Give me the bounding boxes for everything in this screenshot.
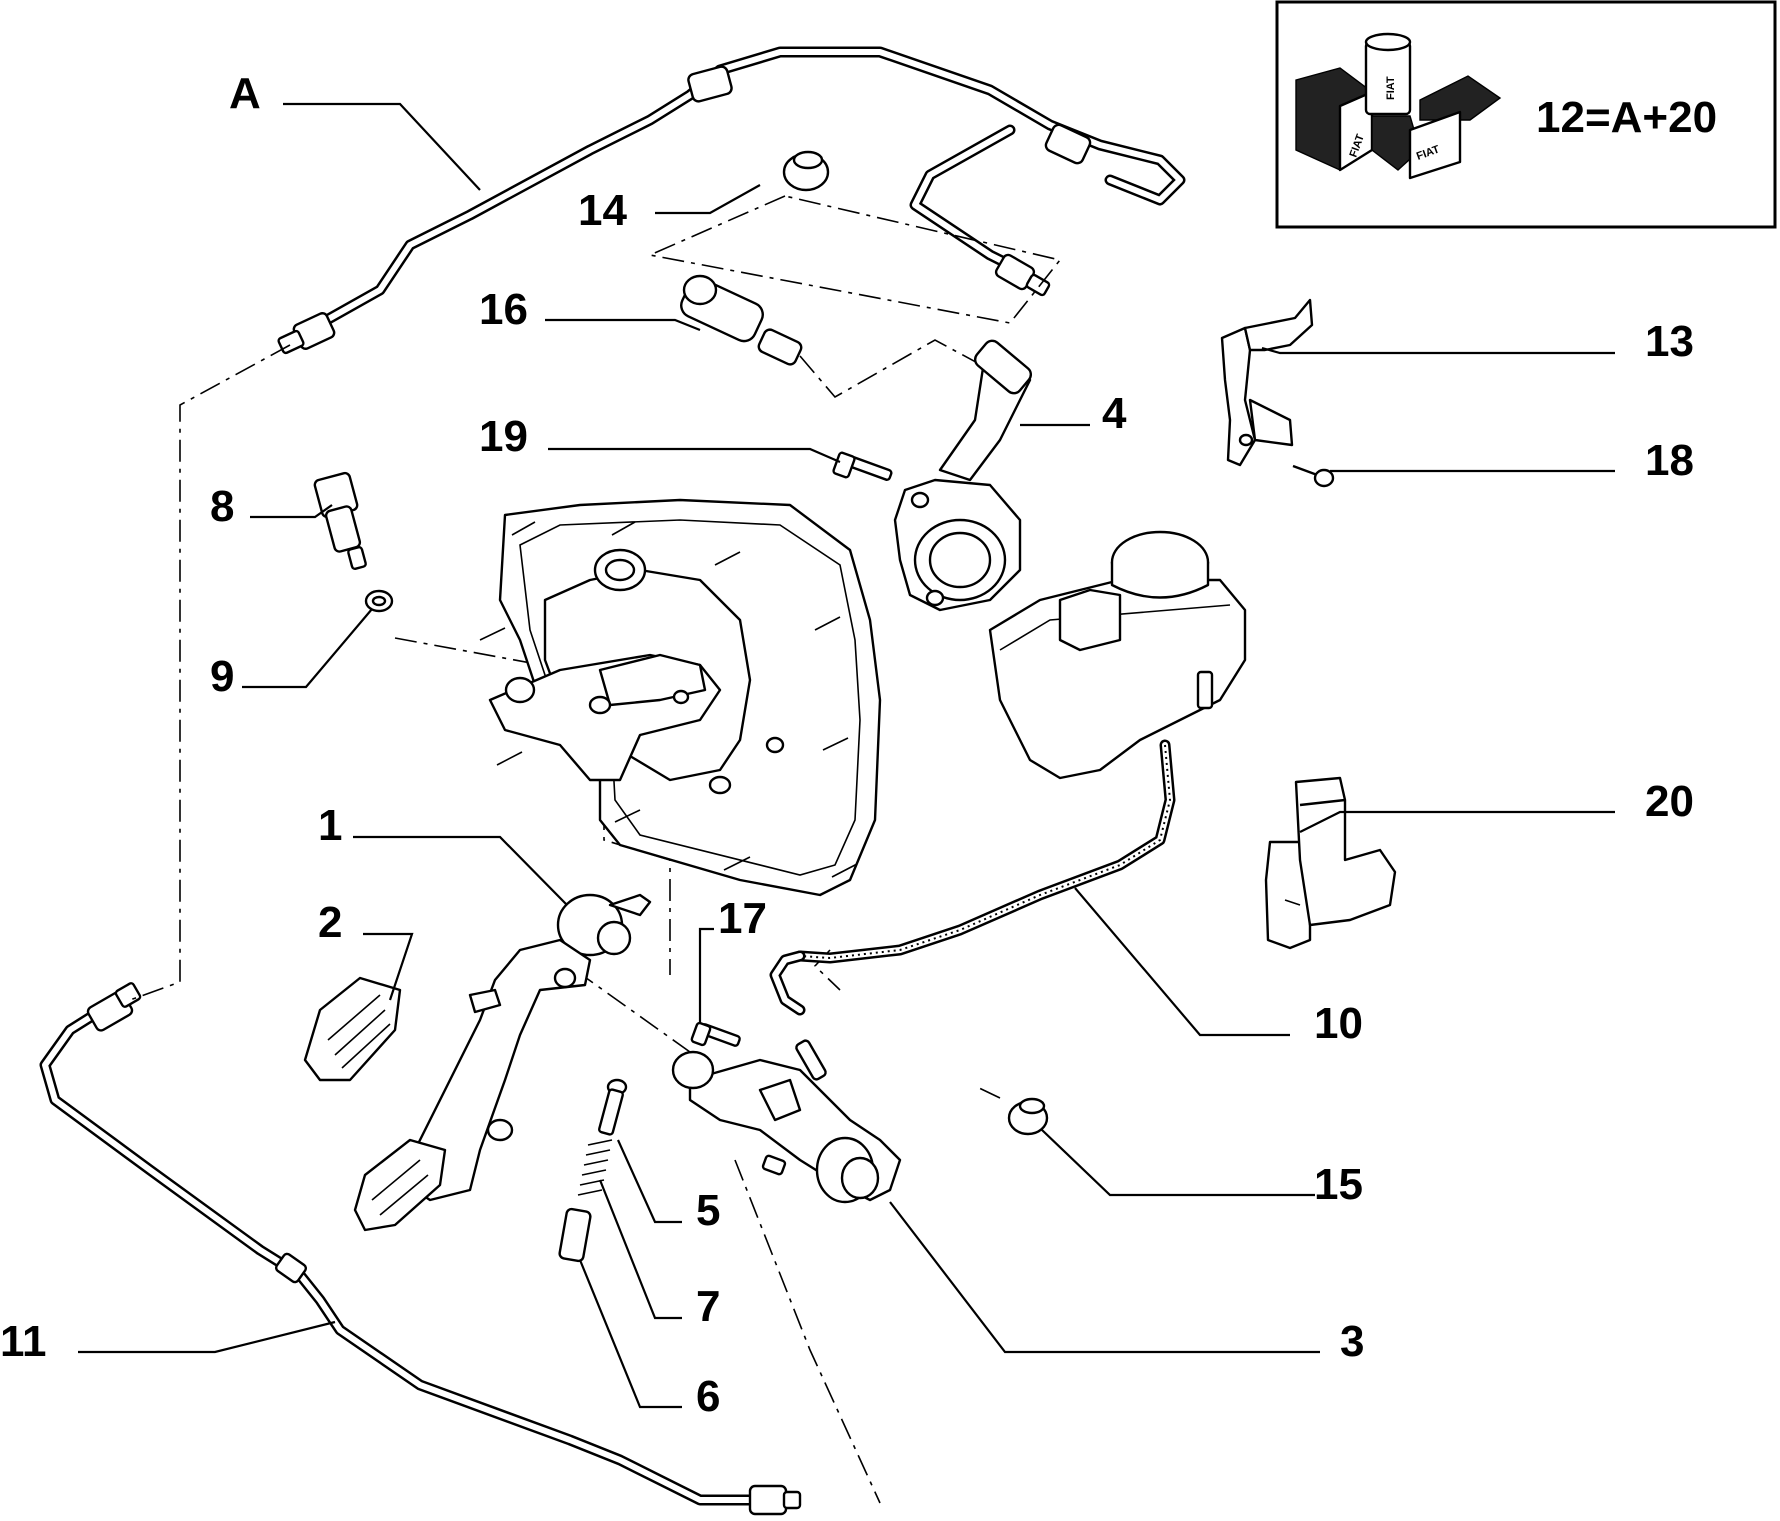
- pivot-bush-1: [556, 893, 652, 957]
- callout-11: 11: [0, 1317, 47, 1366]
- flexible-hose-10: [769, 739, 1176, 1016]
- clutch-pedal-lever: [398, 938, 592, 1202]
- washer-9: [364, 589, 394, 613]
- kit-formula: 12=A+20: [1536, 93, 1717, 142]
- quick-coupling-16: [680, 274, 803, 366]
- bracket-20: [1264, 776, 1397, 950]
- callout-17: 17: [718, 894, 767, 943]
- fiat-logo-text-1: FIAT: [1385, 76, 1397, 100]
- pin-5: [598, 1078, 628, 1136]
- callout-10: 10: [1314, 999, 1363, 1048]
- spring-7: [577, 1139, 613, 1196]
- callout-20: 20: [1645, 777, 1694, 826]
- callout-15: 15: [1314, 1160, 1363, 1209]
- callout-14: 14: [578, 186, 627, 235]
- pedal-box-bracket: [479, 498, 882, 897]
- leader-lines: [78, 102, 1615, 1409]
- callout-3: 3: [1340, 1317, 1364, 1366]
- bracket-13: [1220, 298, 1314, 467]
- switch-8: [313, 471, 367, 570]
- callout-9: 9: [210, 652, 234, 701]
- callout-19: 19: [479, 412, 528, 461]
- fiat-kit-icon: FIAT FIAT FIAT: [1295, 32, 1502, 180]
- callout-7: 7: [696, 1282, 720, 1331]
- callout-labels: A 14 16 13 4 19 18 8 9 20 1 2 17 10 15 5…: [0, 69, 1694, 1421]
- grommet-14: [782, 150, 830, 192]
- callout-8: 8: [210, 482, 234, 531]
- callout-1: 1: [318, 801, 342, 850]
- callout-5: 5: [696, 1186, 720, 1235]
- grommet-15: [1007, 1097, 1049, 1136]
- pedal-pad-2: [303, 976, 402, 1082]
- callout-18: 18: [1645, 436, 1694, 485]
- sleeve-6: [558, 1207, 592, 1263]
- bracket-studs: [479, 521, 858, 878]
- callout-a: A: [229, 69, 261, 118]
- assembly-dash-lines: [129, 195, 1062, 1504]
- kit-inset: FIAT FIAT FIAT 12=A+20: [1275, 0, 1777, 229]
- callout-4: 4: [1102, 389, 1127, 438]
- concentric-slave-cylinder-4: [893, 339, 1033, 612]
- callout-2: 2: [318, 898, 342, 947]
- callout-6: 6: [696, 1372, 720, 1421]
- bolt-19: [832, 451, 893, 481]
- callout-16: 16: [479, 285, 528, 334]
- pedal-pad-bottom: [353, 1138, 447, 1232]
- bolt-17: [690, 1021, 741, 1047]
- screw-18: [1292, 464, 1335, 488]
- callout-13: 13: [1645, 317, 1694, 366]
- master-cylinder-3: [671, 1039, 902, 1204]
- hydraulic-pipe-a: [277, 46, 1186, 355]
- fluid-reservoir: [988, 530, 1247, 780]
- hydraulic-pipe-11: [39, 982, 802, 1516]
